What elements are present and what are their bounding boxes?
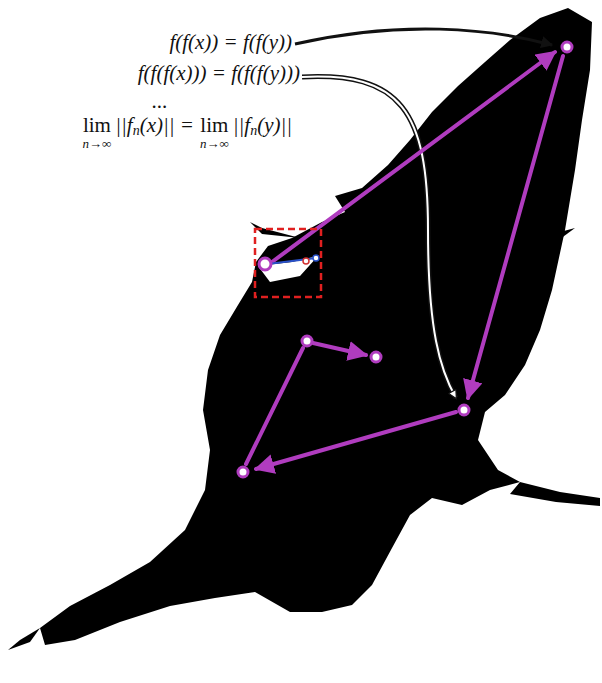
equation-text: (y)|| <box>257 114 292 137</box>
limit-operator: limn→∞ <box>83 114 112 150</box>
equation-line: f(f(f(x))) = f(f(f(y))) <box>136 62 302 85</box>
limit-operator: limn→∞ <box>200 114 229 150</box>
equation-text: ||f <box>115 114 132 137</box>
equation-text: n <box>133 123 140 138</box>
equation-text: n→∞ <box>200 137 229 150</box>
equation-text: f(f(x)) = f(f(y)) <box>169 30 292 54</box>
equation-line: limn→∞||fn(x)|| =limn→∞||fn(y)|| <box>81 114 294 150</box>
equation-text: n→∞ <box>83 137 112 150</box>
equation-line: ... <box>150 90 170 113</box>
equation-text: ||f <box>233 114 250 137</box>
equation-text: (x)|| = <box>140 114 194 137</box>
equation-text: ... <box>152 89 168 113</box>
equation-text: lim <box>200 114 228 137</box>
equation-text: f(f(f(x))) = f(f(f(y))) <box>138 61 300 85</box>
landmass <box>40 8 592 645</box>
equation-line: f(f(x)) = f(f(y)) <box>167 31 294 54</box>
equation-text: n <box>250 123 257 138</box>
equation-text: lim <box>83 114 111 137</box>
